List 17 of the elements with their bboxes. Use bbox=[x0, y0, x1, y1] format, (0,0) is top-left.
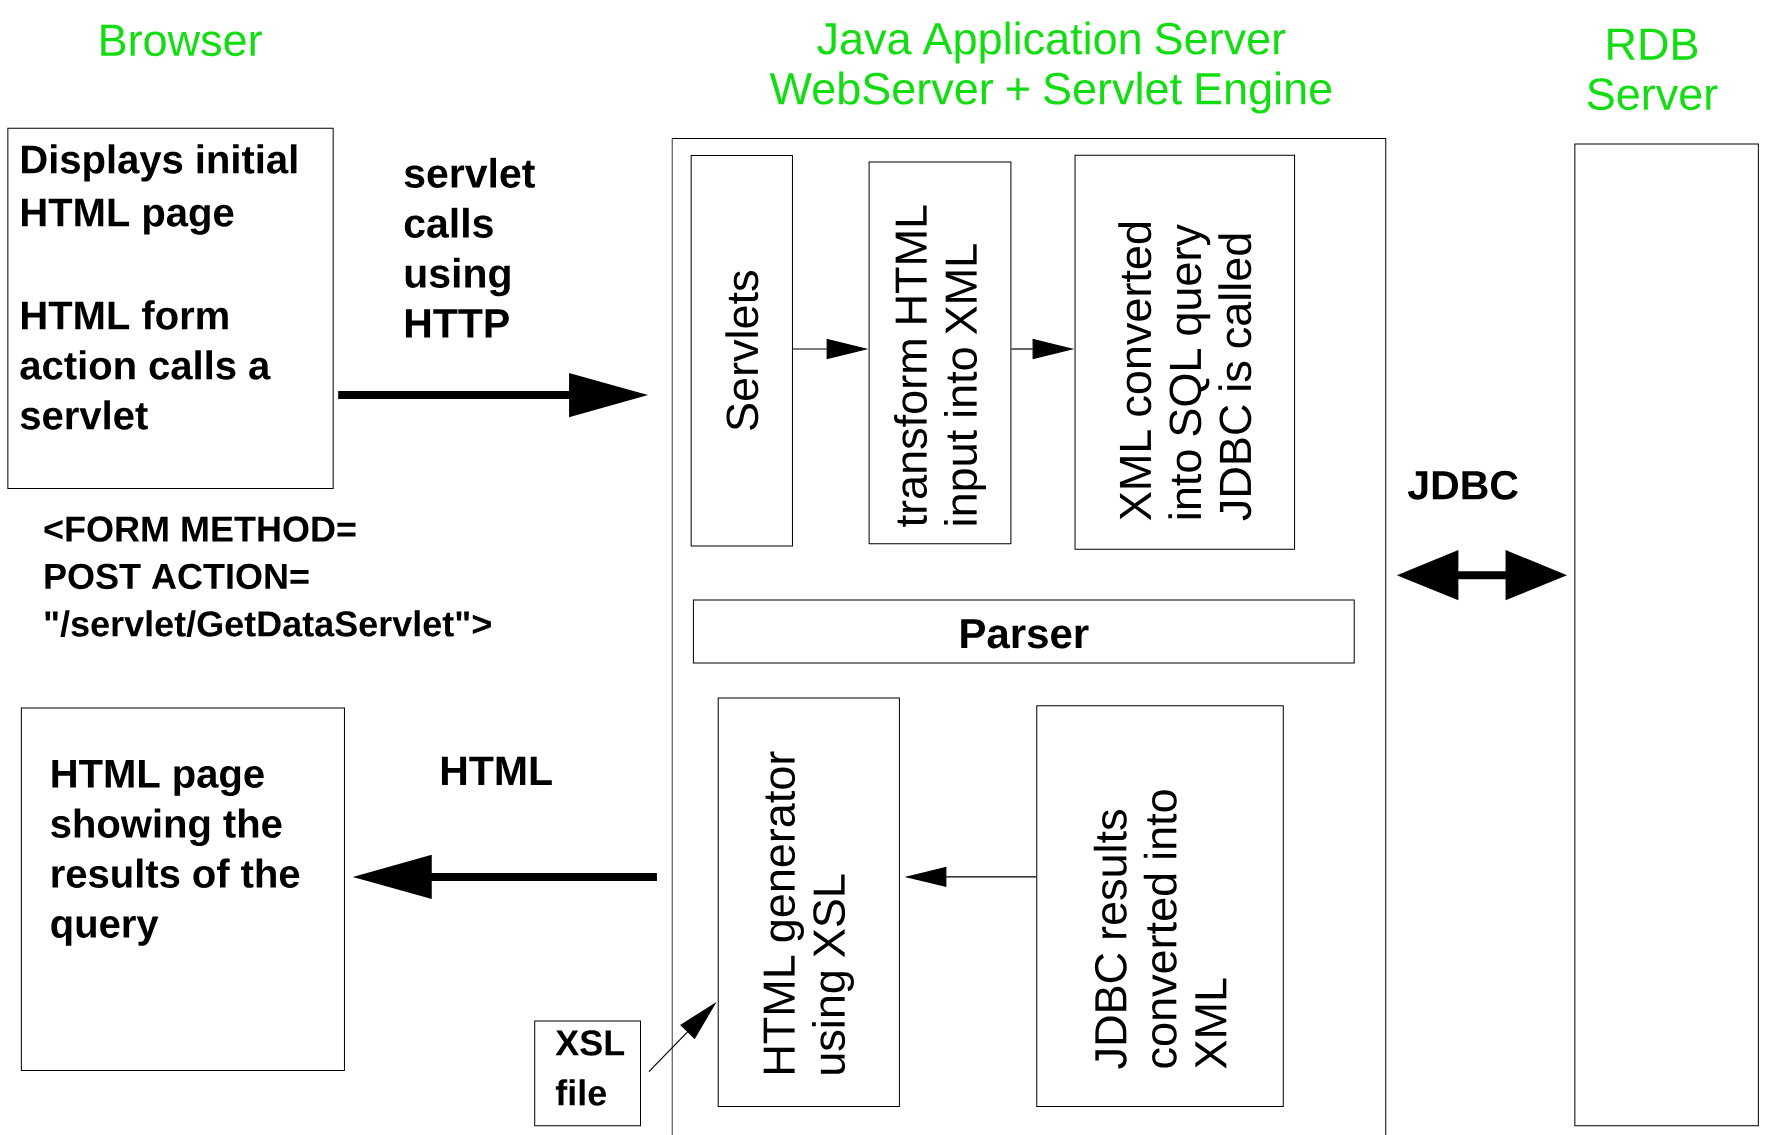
code-line: POST ACTION= bbox=[45, 563, 309, 590]
edge-label: HTML bbox=[441, 756, 552, 785]
parser-bar: Parser bbox=[692, 599, 1355, 664]
column-heading: Browser bbox=[101, 24, 262, 57]
code-line: "/servlet/GetDataServlet"> bbox=[45, 610, 491, 637]
edge-label: JDBC bbox=[1407, 470, 1518, 500]
process-box: Servlets bbox=[690, 154, 793, 547]
node-label: RDB Server bbox=[1587, 28, 1718, 111]
text-box: XSL file bbox=[534, 1020, 641, 1127]
process-box: HTML generator using XSL bbox=[717, 697, 900, 1107]
edge-label: servlet calls using HTTP bbox=[404, 157, 535, 338]
text-box: Displays initial HTML page HTML form action calls a servlet bbox=[7, 127, 334, 489]
node-label: Java Application Server WebServer + Servlet Engine bbox=[769, 21, 1332, 114]
process-box: transform HTML input into XML bbox=[868, 161, 1012, 545]
text-box: HTML page showing the results of the query bbox=[20, 707, 345, 1072]
process-box: JDBC results converted into XML bbox=[1036, 705, 1284, 1108]
server-box: RDB Server bbox=[1574, 28, 1759, 1127]
